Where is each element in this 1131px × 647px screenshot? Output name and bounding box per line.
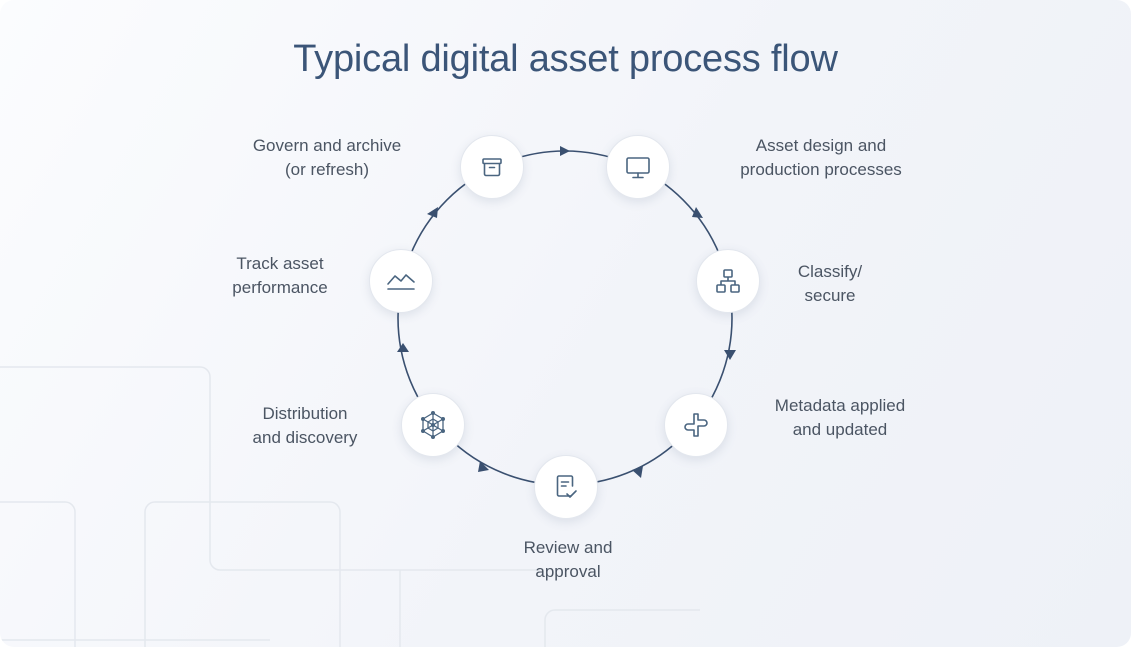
step-label-line: Metadata applied [774, 396, 906, 415]
arrow-icon [560, 146, 570, 156]
connector-icon [684, 413, 708, 437]
hierarchy-icon [716, 269, 740, 293]
step-label-line: and updated [792, 420, 888, 439]
line-chart-icon [387, 274, 415, 290]
archive-box-icon [482, 158, 502, 177]
step-label-line: Distribution [262, 404, 348, 423]
step-label-govern: Govern and archive (or refresh) [222, 134, 432, 182]
arrow-icon [692, 207, 703, 218]
step-label-review: Review and approval [498, 536, 638, 584]
step-node-design[interactable] [606, 135, 670, 199]
page-title: Typical digital asset process flow [293, 38, 838, 80]
step-label-line: Asset design and [755, 136, 887, 155]
network-icon [421, 411, 445, 439]
step-label-classify: Classify/ secure [770, 260, 890, 308]
arrow-icon [478, 461, 489, 472]
step-label-distribution: Distribution and discovery [230, 402, 380, 450]
arrow-icon [724, 350, 736, 360]
step-node-distribution[interactable] [401, 393, 465, 457]
step-label-line: production processes [740, 160, 902, 179]
arrow-icon [397, 343, 409, 352]
step-label-line: performance [232, 278, 328, 297]
step-label-design: Asset design and production processes [716, 134, 926, 182]
step-label-metadata: Metadata applied and updated [750, 394, 930, 442]
arrow-icon [632, 466, 643, 478]
step-label-line: approval [535, 562, 601, 581]
document-check-icon [556, 475, 577, 498]
step-node-track[interactable] [369, 249, 433, 313]
step-node-classify[interactable] [696, 249, 760, 313]
step-label-track: Track asset performance [210, 252, 350, 300]
step-node-metadata[interactable] [664, 393, 728, 457]
step-label-line: Track asset [236, 254, 324, 273]
step-label-line: and discovery [252, 428, 358, 447]
step-label-line: Classify/ [797, 262, 863, 281]
step-label-line: Govern and archive [252, 136, 402, 155]
step-label-line: Review and [523, 538, 613, 557]
step-node-review[interactable] [534, 455, 598, 519]
arrow-icon [427, 207, 438, 218]
step-label-line: secure [804, 286, 856, 305]
monitor-icon [626, 157, 650, 179]
step-label-line: (or refresh) [284, 160, 370, 179]
step-node-govern[interactable] [460, 135, 524, 199]
